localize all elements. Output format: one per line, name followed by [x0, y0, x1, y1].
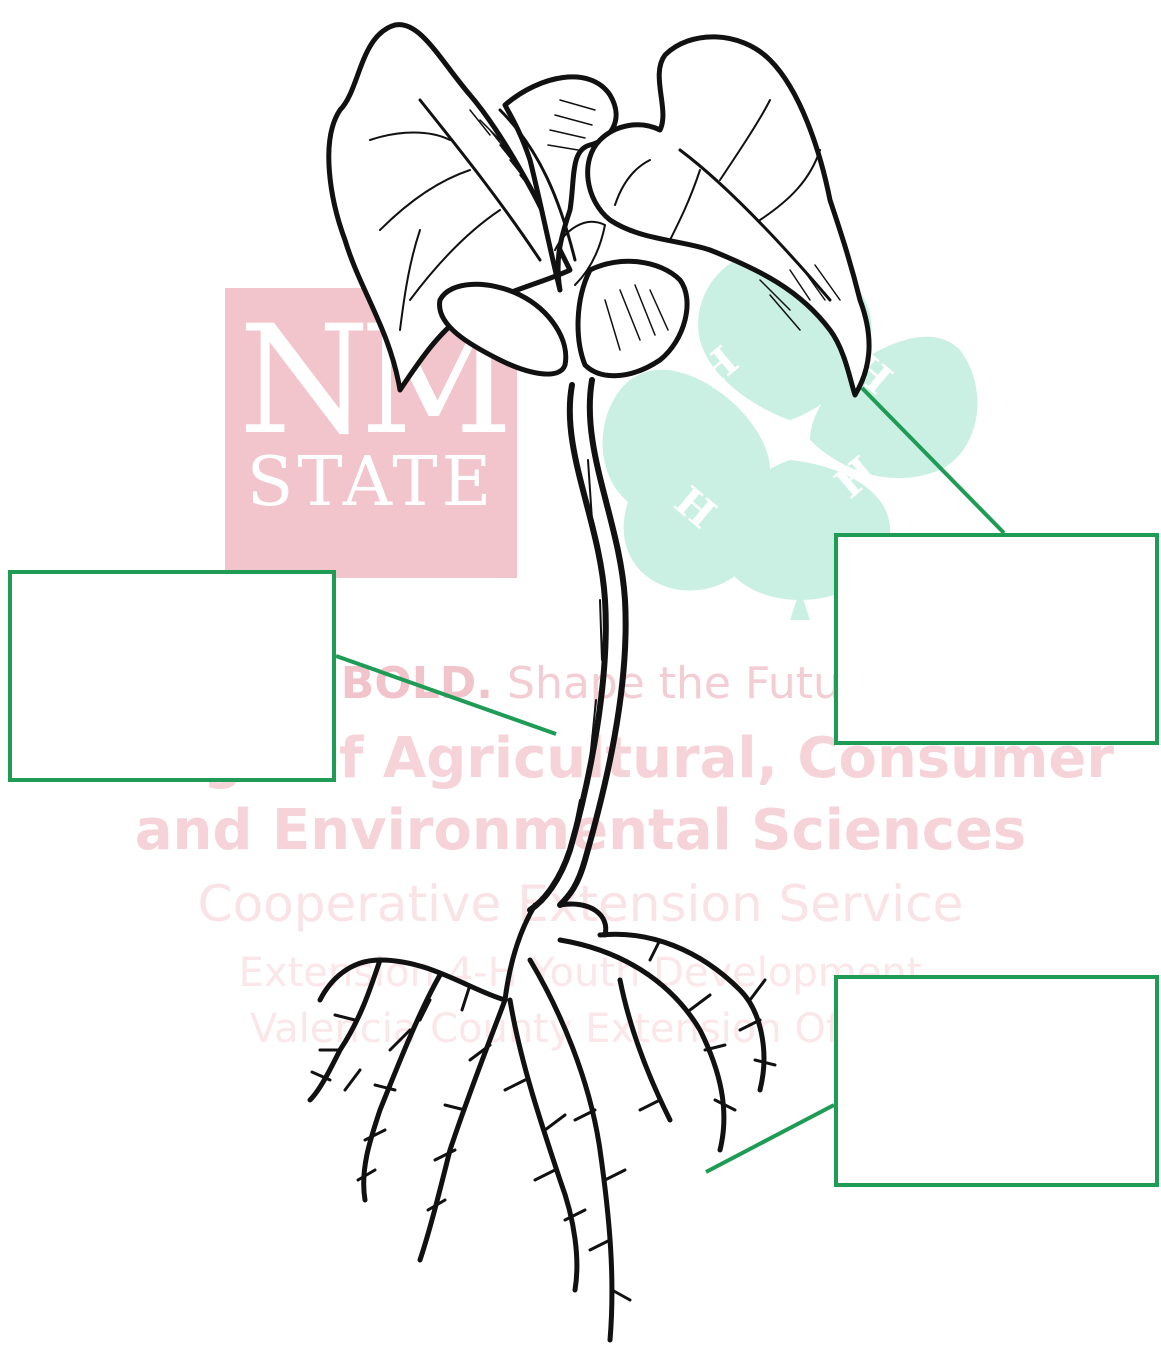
root-leader-line	[706, 1105, 834, 1172]
leaf-leader-line	[862, 388, 1004, 533]
leaf-label-box[interactable]	[834, 533, 1159, 745]
root-label-box[interactable]	[834, 975, 1159, 1187]
stem-leader-line	[336, 656, 556, 734]
stem-label-box[interactable]	[8, 570, 336, 782]
